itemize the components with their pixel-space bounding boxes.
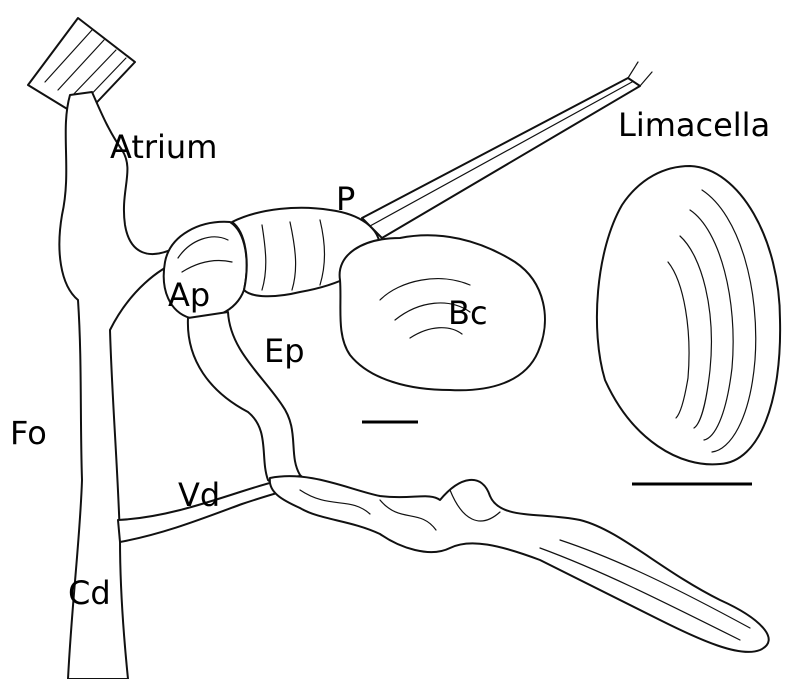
label-vas-deferens: Vd xyxy=(178,476,220,514)
label-bursa-copulatrix: Bc xyxy=(448,294,488,332)
label-free-oviduct: Fo xyxy=(10,414,47,452)
label-common-duct: Cd xyxy=(68,574,111,612)
bursa-copulatrix xyxy=(340,235,545,390)
label-penis: P xyxy=(336,180,355,218)
label-epiphallus: Ep xyxy=(264,332,305,370)
label-atrium: Atrium xyxy=(110,128,217,166)
label-limacella: Limacella xyxy=(618,106,770,144)
coiled-duct xyxy=(270,476,769,652)
label-atrial-pore: Ap xyxy=(168,276,210,314)
limacella-shell xyxy=(597,166,780,464)
penis-flagellum xyxy=(362,62,652,238)
